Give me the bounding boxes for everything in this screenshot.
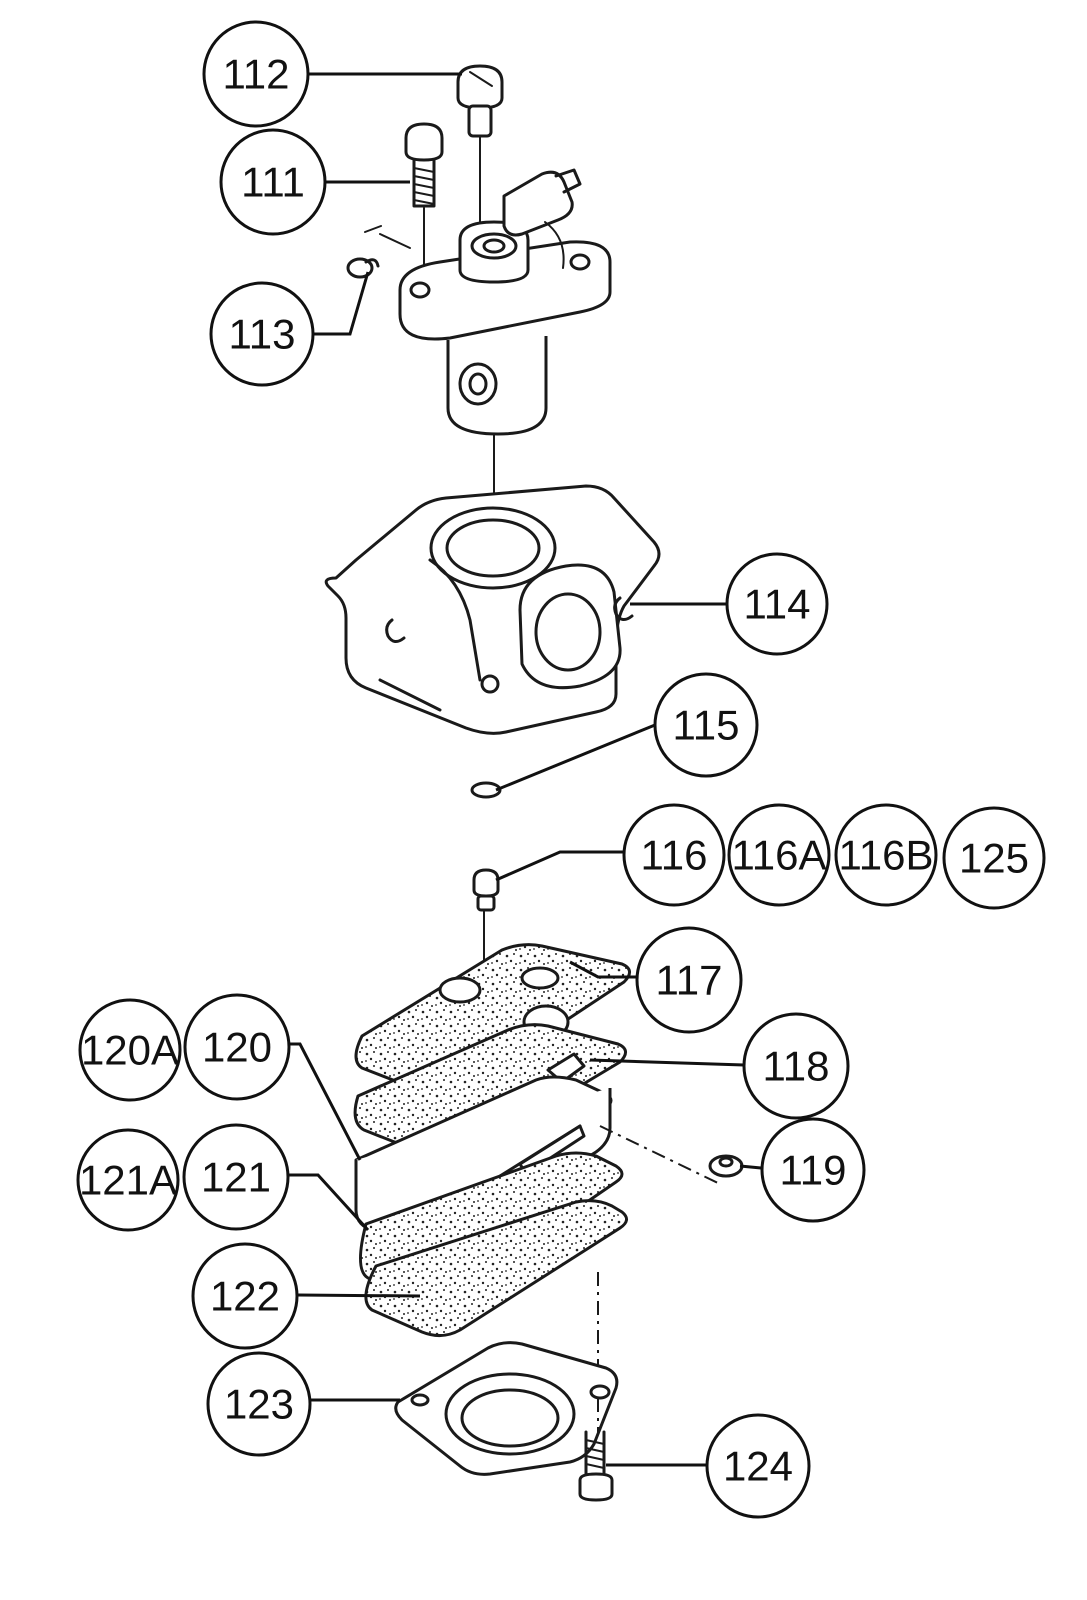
- part-124-screw: [578, 1398, 614, 1502]
- svg-text:115: 115: [673, 702, 740, 749]
- svg-text:123: 123: [224, 1381, 294, 1428]
- leader-121: [288, 1173, 370, 1232]
- svg-text:121A: 121A: [79, 1157, 177, 1204]
- callout-116b: 116B: [834, 803, 938, 907]
- callout-112: 112: [202, 20, 310, 128]
- svg-text:113: 113: [229, 311, 296, 358]
- part-113-clip: [346, 225, 411, 279]
- callout-121: 121: [182, 1123, 290, 1231]
- callout-111: 111: [219, 128, 327, 236]
- svg-text:116: 116: [641, 832, 708, 879]
- leader-118: [589, 1058, 745, 1067]
- svg-text:116B: 116B: [839, 832, 934, 879]
- callout-114: 114: [725, 552, 829, 656]
- leader-116: [495, 850, 624, 882]
- callout-120: 120: [183, 993, 291, 1101]
- callout-122: 122: [191, 1242, 299, 1350]
- callout-120a: 120A: [78, 998, 182, 1102]
- leader-119: [739, 1164, 762, 1170]
- callout-118: 118: [742, 1012, 850, 1120]
- part-123-cover: [394, 1341, 619, 1476]
- callout-113: 113: [209, 281, 315, 387]
- leader-115: [495, 723, 656, 792]
- leader-120: [289, 1042, 362, 1161]
- svg-text:119: 119: [780, 1147, 847, 1194]
- svg-text:117: 117: [656, 957, 723, 1004]
- svg-text:122: 122: [210, 1273, 280, 1320]
- callout-119: 119: [760, 1117, 866, 1223]
- callout-125: 125: [942, 806, 1046, 910]
- svg-text:120: 120: [202, 1024, 272, 1071]
- svg-text:114: 114: [744, 581, 811, 628]
- callout-115: 115: [653, 672, 759, 778]
- svg-text:118: 118: [763, 1043, 830, 1090]
- leader-lines: [288, 72, 762, 1467]
- leader-122: [297, 1293, 421, 1298]
- svg-text:120A: 120A: [81, 1027, 179, 1074]
- callout-117: 117: [635, 926, 743, 1034]
- svg-text:125: 125: [959, 835, 1029, 882]
- leader-117: [569, 960, 636, 979]
- svg-text:116A: 116A: [732, 832, 827, 879]
- svg-text:112: 112: [223, 51, 290, 98]
- svg-text:111: 111: [241, 159, 305, 206]
- part-upper-body: [398, 168, 612, 546]
- callout-116a: 116A: [727, 803, 831, 907]
- part-114-main-body: [324, 484, 661, 735]
- part-111-bolt: [404, 122, 444, 281]
- svg-text:124: 124: [723, 1443, 793, 1490]
- svg-text:121: 121: [201, 1154, 271, 1201]
- callout-124: 124: [705, 1413, 811, 1519]
- leader-113: [314, 271, 370, 336]
- callout-123: 123: [206, 1351, 312, 1457]
- callout-116: 116: [622, 803, 726, 907]
- callout-121a: 121A: [76, 1128, 180, 1232]
- part-112-adjusting-screw: [456, 64, 504, 226]
- part-115-o-ring: [470, 781, 502, 799]
